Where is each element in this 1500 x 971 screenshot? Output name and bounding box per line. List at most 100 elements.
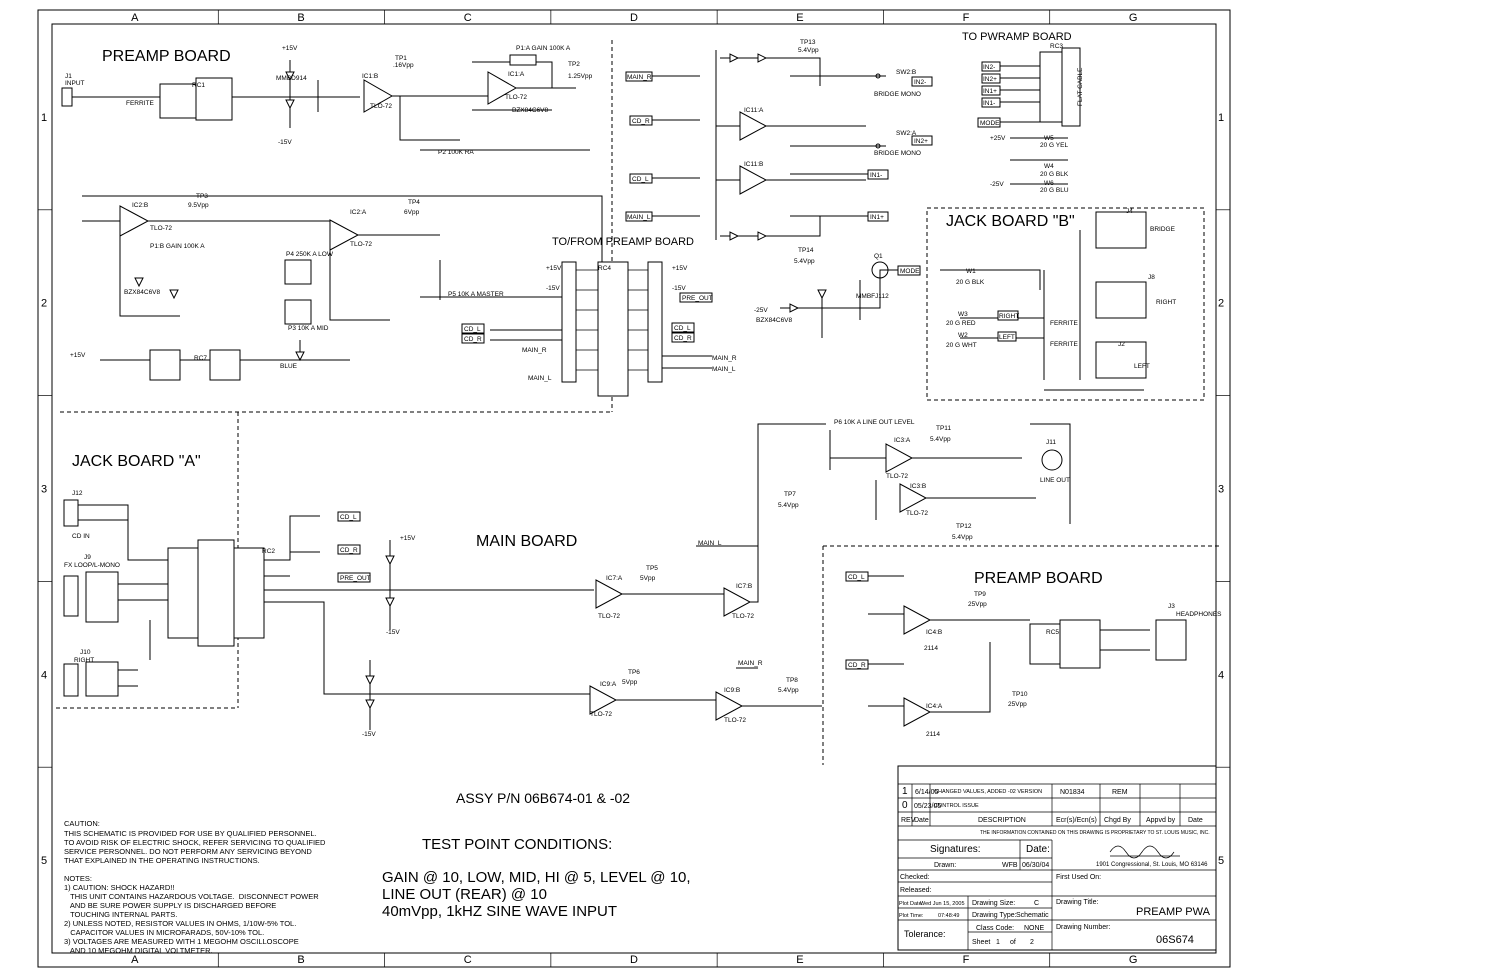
section-jack-board-a: JACK BOARD "A" [72, 453, 201, 470]
label-in2-plus-a: IN2+ [914, 138, 928, 145]
label-ic2b-type: TLO-72 [150, 225, 172, 232]
net-cd-r-left [461, 333, 485, 344]
opamp-ic3b [899, 483, 928, 513]
net-in1-plus-b [981, 85, 1001, 96]
label-minus15-top: -15V [278, 139, 292, 146]
label-main-l-rc5: MAIN_L [528, 375, 552, 382]
label-w2: W2 [958, 332, 968, 339]
label-tp5: TP5 [646, 565, 658, 572]
line-out-section [829, 423, 1071, 524]
tb-drawing-title-label: Drawing Title: [1056, 899, 1098, 906]
label-right-jack: RIGHT [1156, 299, 1176, 306]
blue-led [295, 351, 305, 362]
net-left-b [997, 331, 1017, 342]
tb-sheet-label: Sheet [972, 939, 990, 946]
xlr-j11 [1041, 449, 1063, 471]
tpc-line3: 40mVpp, 1kHZ SINE WAVE INPUT [382, 903, 617, 920]
tb-hdr-date: Date [914, 817, 929, 824]
tb-drawing-size: C [1034, 900, 1039, 907]
tb-drawing-type: Schematic [1016, 912, 1049, 919]
zone-row-4-left: 4 [41, 669, 47, 681]
zone-row-4-right: 4 [1218, 669, 1224, 681]
label-tp9: TP9 [974, 591, 986, 598]
zone-row-1-left: 1 [41, 112, 47, 124]
net-cd-r-main [337, 544, 361, 555]
net-in2-minus-a [911, 76, 933, 87]
zone-row-5-left: 5 [41, 855, 47, 867]
tb-drawn-label: Drawn: [934, 862, 956, 869]
label-mode-b: MODE [980, 120, 1000, 127]
tb-drawing-number-label: Drawing Number: [1056, 924, 1111, 931]
label-bridge-mono-2: BRIDGE MONO [874, 150, 921, 157]
notes-line-6: CAPACITOR VALUES IN MICROFARADS, 50V-10%… [64, 928, 264, 937]
headphone-section [868, 575, 1187, 727]
label-cd-in: CD IN [72, 533, 90, 540]
tb-tolerance: Tolerance: [904, 929, 946, 939]
label-ic4b: IC4:B [926, 629, 942, 636]
label-zener-top: BZX84C6V8 [512, 107, 549, 114]
zone-col-C-bottom: C [464, 954, 472, 966]
tb-drawn-date: 06/30/04 [1022, 862, 1049, 869]
label-w4-desc: 20 G BLK [1040, 171, 1069, 178]
label-ferrite-top: FERRITE [126, 100, 154, 107]
label-cd-l-hp: CD_L [848, 574, 865, 581]
opamp-ic2b [119, 205, 150, 237]
label-ic9b-type: TLO-72 [724, 717, 746, 724]
label-rc5: RC4 [598, 265, 611, 272]
rc5-connector [420, 261, 712, 397]
label-w1: W1 [966, 268, 976, 275]
label-j12: J12 [72, 490, 83, 497]
net-in1-minus-b [981, 97, 1001, 108]
tb-plot-date: Wed Jun 15, 2005 [920, 901, 965, 907]
tb-rev1-date: 6/14/05 [915, 789, 938, 796]
label-tp6-v: 5Vpp [622, 679, 638, 686]
label-fx-loop: FX LOOP/L-MONO [64, 562, 120, 569]
label-j9: J9 [84, 554, 91, 561]
label-plus15-rc7: +15V [70, 352, 86, 359]
label-line-out-level: P6 10K A LINE OUT LEVEL [834, 419, 915, 426]
zone-col-C-top: C [464, 12, 472, 24]
tb-first-used: First Used On: [1056, 874, 1101, 881]
tb-checked: Checked: [900, 874, 930, 881]
label-tp13: TP13 [800, 39, 816, 46]
opamp-ic7a [595, 579, 624, 609]
tb-date-hdr: Date: [1026, 844, 1050, 855]
label-j11: J11 [1046, 439, 1056, 446]
tb-drawing-title: PREAMP PWA [1136, 906, 1211, 918]
net-mode-a [897, 265, 921, 276]
label-ic1a: IC1:A [508, 71, 525, 78]
tb-hdr-appvd: Appvd by [1146, 817, 1176, 824]
label-cd-r-left: CD_R [464, 336, 482, 343]
label-tp10-v: 25Vpp [1008, 701, 1027, 708]
section-to-from-preamp: TO/FROM PREAMP BOARD [552, 236, 694, 248]
tb-class-code-label: Class Code: [976, 925, 1014, 932]
opamp-ic7b [723, 587, 752, 617]
tb-plot-time: 07:48:49 [938, 913, 959, 919]
label-mode-a: MODE [900, 268, 920, 275]
label-tp9-v: 25Vpp [968, 601, 987, 608]
label-input: INPUT [65, 80, 85, 87]
assy-pn: ASSY P/N 06B674-01 & -02 [456, 790, 630, 806]
tb-drawn-by: WFB [1002, 862, 1018, 869]
zone-col-E-top: E [796, 12, 803, 24]
label-sw2a: SW2:A [896, 130, 917, 137]
label-p2: P2 100K RA [438, 149, 474, 156]
label-ic1a-type: TLO-72 [505, 94, 527, 101]
zone-row-3-left: 3 [41, 484, 47, 496]
opamp-ic3a [885, 443, 914, 473]
label-bridge: BRIDGE [1150, 226, 1176, 233]
label-ic1b: IC1:B [362, 73, 378, 80]
label-in1-plus-a: IN1+ [870, 214, 884, 221]
notes-line-2: THIS UNIT CONTAINS HAZARDOUS VOLTAGE. DI… [64, 892, 319, 901]
label-p4: P4 250K A LOW [286, 251, 334, 258]
tb-rev1-chgd: REM [1112, 789, 1128, 796]
zone-col-A-bottom: A [131, 954, 139, 966]
label-q1: Q1 [874, 253, 883, 260]
tb-plot-date-label: Plot Date: [899, 901, 924, 907]
net-cd-l-left [461, 323, 485, 334]
label-cd-r-main: CD_R [340, 547, 358, 554]
summing-section [650, 50, 886, 241]
label-minus15-main2: -15V [362, 731, 376, 738]
notes-line-8: AND 10 MEGOHM DIGITAL VOLTMETER. [64, 946, 213, 955]
tb-drawing-type-label: Drawing Type: [972, 912, 1017, 919]
